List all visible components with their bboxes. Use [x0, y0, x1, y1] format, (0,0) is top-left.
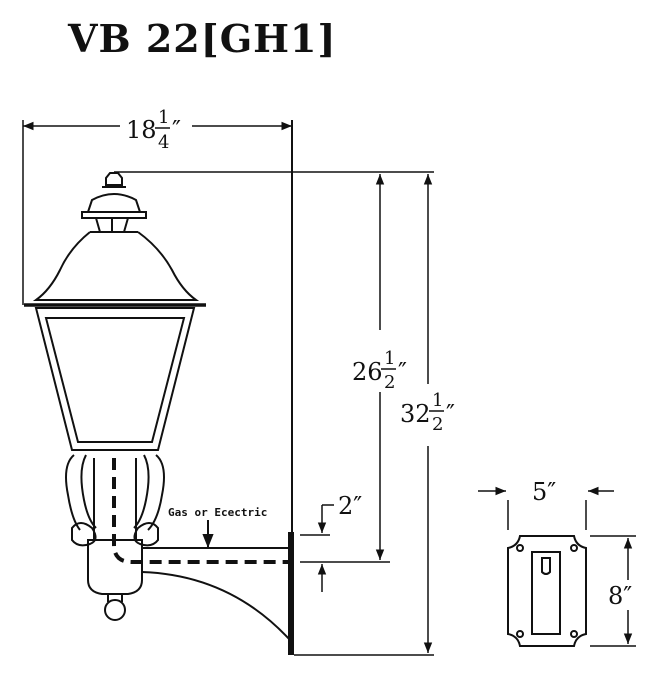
finial — [105, 172, 123, 186]
feed-line — [112, 458, 290, 564]
total-height-denominator: 2 — [432, 414, 443, 435]
right-scroll — [147, 454, 165, 531]
roof — [32, 231, 200, 301]
width-inch-mark: ″ — [172, 116, 181, 144]
bottom-ball — [104, 599, 126, 621]
plate-height-label: 8″ — [608, 582, 632, 610]
arm-offset-label: 2″ — [338, 492, 362, 520]
width-denominator: 4 — [158, 132, 169, 153]
glass-outer — [34, 307, 196, 451]
lantern — [24, 172, 290, 621]
lamp-height-denominator: 2 — [384, 372, 395, 393]
arm-brace — [141, 571, 291, 641]
plate-width-label: 5″ — [532, 478, 556, 506]
wall-arm: Gas or Ecectric — [141, 506, 291, 641]
arm-offset-dimension: 2″ — [300, 492, 390, 592]
total-height-dimension: 32 1 2 ″ — [400, 174, 455, 653]
wall-plate-outline — [507, 535, 587, 647]
drawing-title: VB 22[GH1] — [67, 16, 336, 61]
width-dimension: 18 1 4 ″ — [22, 107, 292, 305]
width-numerator: 1 — [158, 107, 169, 128]
lamp-height-dimension: 26 1 2 ″ — [352, 174, 407, 560]
lamp-height-inch-mark: ″ — [398, 358, 407, 386]
feed-note: Gas or Ecectric — [168, 506, 267, 519]
width-whole: 18 — [126, 116, 157, 144]
crown — [86, 193, 142, 213]
total-height-whole: 32 — [400, 400, 431, 428]
total-height-inch-mark: ″ — [446, 400, 455, 428]
wall-plate-front: 5″ 8″ — [478, 478, 636, 647]
mounting-slot — [531, 551, 561, 635]
lamp-height-whole: 26 — [352, 358, 383, 386]
left-scroll — [65, 454, 81, 531]
total-height-numerator: 1 — [432, 390, 443, 411]
lamp-height-numerator: 1 — [384, 348, 395, 369]
base-cup — [87, 539, 143, 595]
glass-inner — [44, 317, 186, 443]
